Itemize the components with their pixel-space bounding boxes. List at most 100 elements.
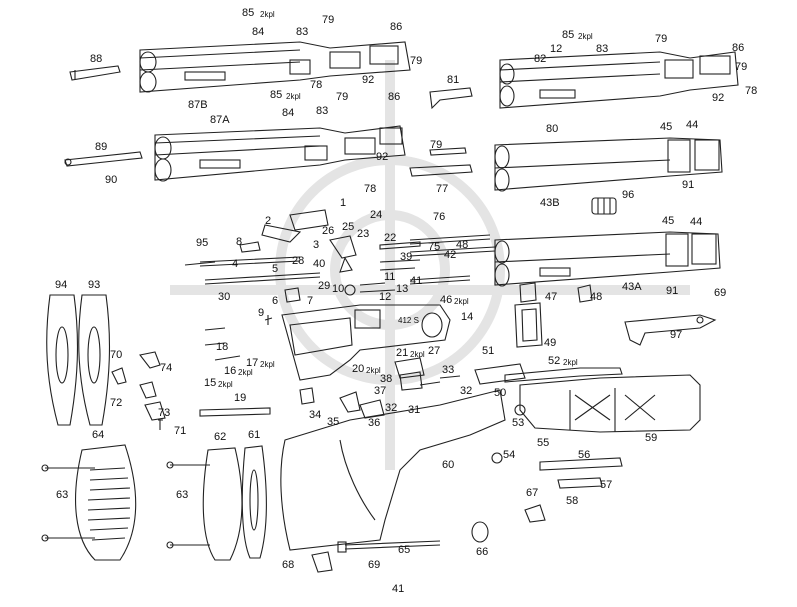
label-32a: 32 <box>460 385 473 397</box>
label-2kpl-i: 2kpl <box>366 366 381 375</box>
label-77: 77 <box>436 183 449 195</box>
label-97: 97 <box>670 329 683 341</box>
label-22: 22 <box>384 232 397 244</box>
label-83c: 83 <box>596 43 609 55</box>
label-78c: 78 <box>745 85 758 97</box>
label-79c: 79 <box>336 91 349 103</box>
label-84b: 84 <box>282 107 295 119</box>
label-4: 4 <box>232 258 239 270</box>
label-2: 2 <box>265 215 272 227</box>
label-92c: 92 <box>712 92 725 104</box>
label-81: 81 <box>447 74 460 86</box>
label-86b: 86 <box>388 91 401 103</box>
buttplate-61 <box>241 445 267 559</box>
part-89 <box>64 151 143 167</box>
label-5: 5 <box>272 263 279 275</box>
label-39: 39 <box>400 251 413 263</box>
label-48b: 48 <box>590 291 603 303</box>
label-40: 40 <box>313 258 326 270</box>
label-2kpl-c: 2kpl <box>578 32 593 41</box>
receiver-14 <box>281 304 451 381</box>
label-62: 62 <box>214 431 227 443</box>
label-92a: 92 <box>362 74 375 86</box>
label-91b: 91 <box>666 285 679 297</box>
label-83a: 83 <box>296 26 309 38</box>
screws-63 <box>41 461 210 549</box>
label-79f: 79 <box>735 61 748 73</box>
label-2kpl-j: 2kpl <box>218 380 233 389</box>
label-69b: 69 <box>368 559 381 571</box>
page-number: 41 <box>392 583 405 595</box>
label-2kpl-e: 2kpl <box>238 368 253 377</box>
label-87b: 87B <box>188 99 208 111</box>
label-2kpl-d: 2kpl <box>454 297 469 306</box>
label-45a: 45 <box>660 121 673 133</box>
label-45b: 45 <box>662 215 675 227</box>
label-55: 55 <box>537 437 550 449</box>
label-85a: 85 <box>242 7 255 19</box>
label-2kpl-h: 2kpl <box>563 358 578 367</box>
label-78a: 78 <box>310 79 323 91</box>
forend-59 <box>519 374 701 433</box>
label-52: 52 <box>548 355 561 367</box>
label-13: 13 <box>396 283 409 295</box>
part-81 <box>429 87 473 110</box>
label-10: 10 <box>332 283 345 295</box>
stock-plate-94 <box>46 294 79 426</box>
label-50: 50 <box>494 387 507 399</box>
label-59: 59 <box>645 432 658 444</box>
label-94: 94 <box>55 279 68 291</box>
label-90: 90 <box>105 174 118 186</box>
buttplate-64 <box>75 444 137 561</box>
part-49 <box>514 302 543 348</box>
label-51: 51 <box>482 345 495 357</box>
label-6: 6 <box>272 295 279 307</box>
buttplate-62 <box>202 447 243 561</box>
part-97 <box>624 314 717 346</box>
label-12b: 12 <box>379 291 392 303</box>
label-24: 24 <box>370 209 383 221</box>
label-79d: 79 <box>430 139 443 151</box>
label-72: 72 <box>110 397 123 409</box>
part-47-48 <box>519 282 593 303</box>
label-79e: 79 <box>655 33 668 45</box>
label-23: 23 <box>357 228 370 240</box>
label-46: 46 <box>440 294 453 306</box>
label-36: 36 <box>368 417 381 429</box>
label-76: 76 <box>433 211 446 223</box>
label-49: 49 <box>544 337 557 349</box>
barrel-43a <box>494 231 721 287</box>
choke-96 <box>591 197 617 215</box>
buttstock-60 <box>280 389 506 551</box>
label-88: 88 <box>90 53 103 65</box>
mechanism-lower-parts <box>299 357 623 419</box>
label-56: 56 <box>578 449 591 461</box>
label-9: 9 <box>258 307 265 319</box>
label-8: 8 <box>236 236 243 248</box>
label-86c: 86 <box>732 42 745 54</box>
label-95: 95 <box>196 237 209 249</box>
label-17: 17 <box>246 357 259 369</box>
label-2kpl-f: 2kpl <box>260 360 275 369</box>
label-43b: 43B <box>540 197 560 209</box>
label-70: 70 <box>110 349 123 361</box>
label-18: 18 <box>216 341 229 353</box>
barrel-80 <box>499 51 739 109</box>
label-35: 35 <box>327 416 340 428</box>
label-60: 60 <box>442 459 455 471</box>
label-86a: 86 <box>390 21 403 33</box>
label-79a: 79 <box>322 14 335 26</box>
label-63b: 63 <box>176 489 189 501</box>
label-12a: 12 <box>550 43 563 55</box>
label-2kpl-g: 2kpl <box>410 350 425 359</box>
label-83b: 83 <box>316 105 329 117</box>
label-3: 3 <box>313 239 320 251</box>
label-64: 64 <box>92 429 105 441</box>
label-28: 28 <box>292 255 305 267</box>
label-78b: 78 <box>364 183 377 195</box>
label-38: 38 <box>380 373 393 385</box>
label-85b: 85 <box>270 89 283 101</box>
label-25: 25 <box>342 221 355 233</box>
label-21: 21 <box>396 347 409 359</box>
